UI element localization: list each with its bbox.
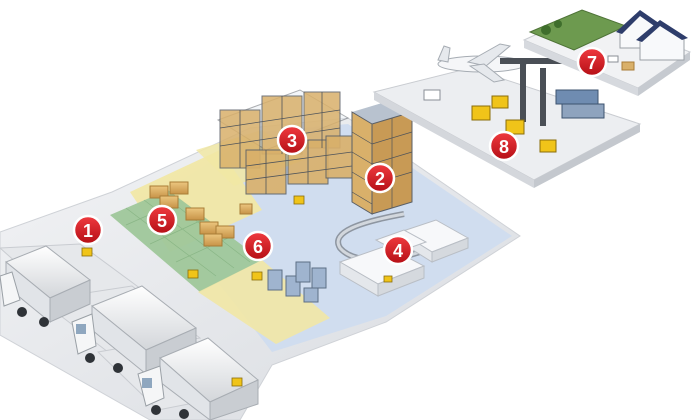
marker-8-label: 8 — [499, 137, 509, 157]
automated-warehouse — [351, 100, 413, 215]
marker-6: 6 — [242, 230, 274, 262]
marker-5-label: 5 — [157, 211, 167, 231]
storage-racks — [216, 89, 353, 195]
marker-4: 4 — [382, 234, 414, 266]
truck-2 — [71, 285, 197, 376]
marker-1-label: 1 — [83, 221, 93, 241]
marker-3: 3 — [276, 124, 308, 156]
marker-1: 1 — [72, 214, 104, 246]
marker-2: 2 — [364, 162, 396, 194]
residential-area — [522, 9, 692, 96]
port-airport-platform — [372, 43, 642, 188]
forklifts — [81, 195, 393, 387]
truck-1 — [0, 245, 91, 327]
marker-5: 5 — [146, 204, 178, 236]
marker-7: 7 — [576, 46, 608, 78]
marker-3-label: 3 — [287, 131, 297, 151]
sorting-carts — [267, 261, 327, 303]
marker-4-label: 4 — [393, 241, 403, 261]
marker-2-label: 2 — [375, 169, 385, 189]
pallet-boxes-receiving — [149, 181, 253, 247]
marker-7-label: 7 — [587, 53, 597, 73]
marker-6-label: 6 — [253, 237, 263, 257]
marker-8: 8 — [488, 130, 520, 162]
